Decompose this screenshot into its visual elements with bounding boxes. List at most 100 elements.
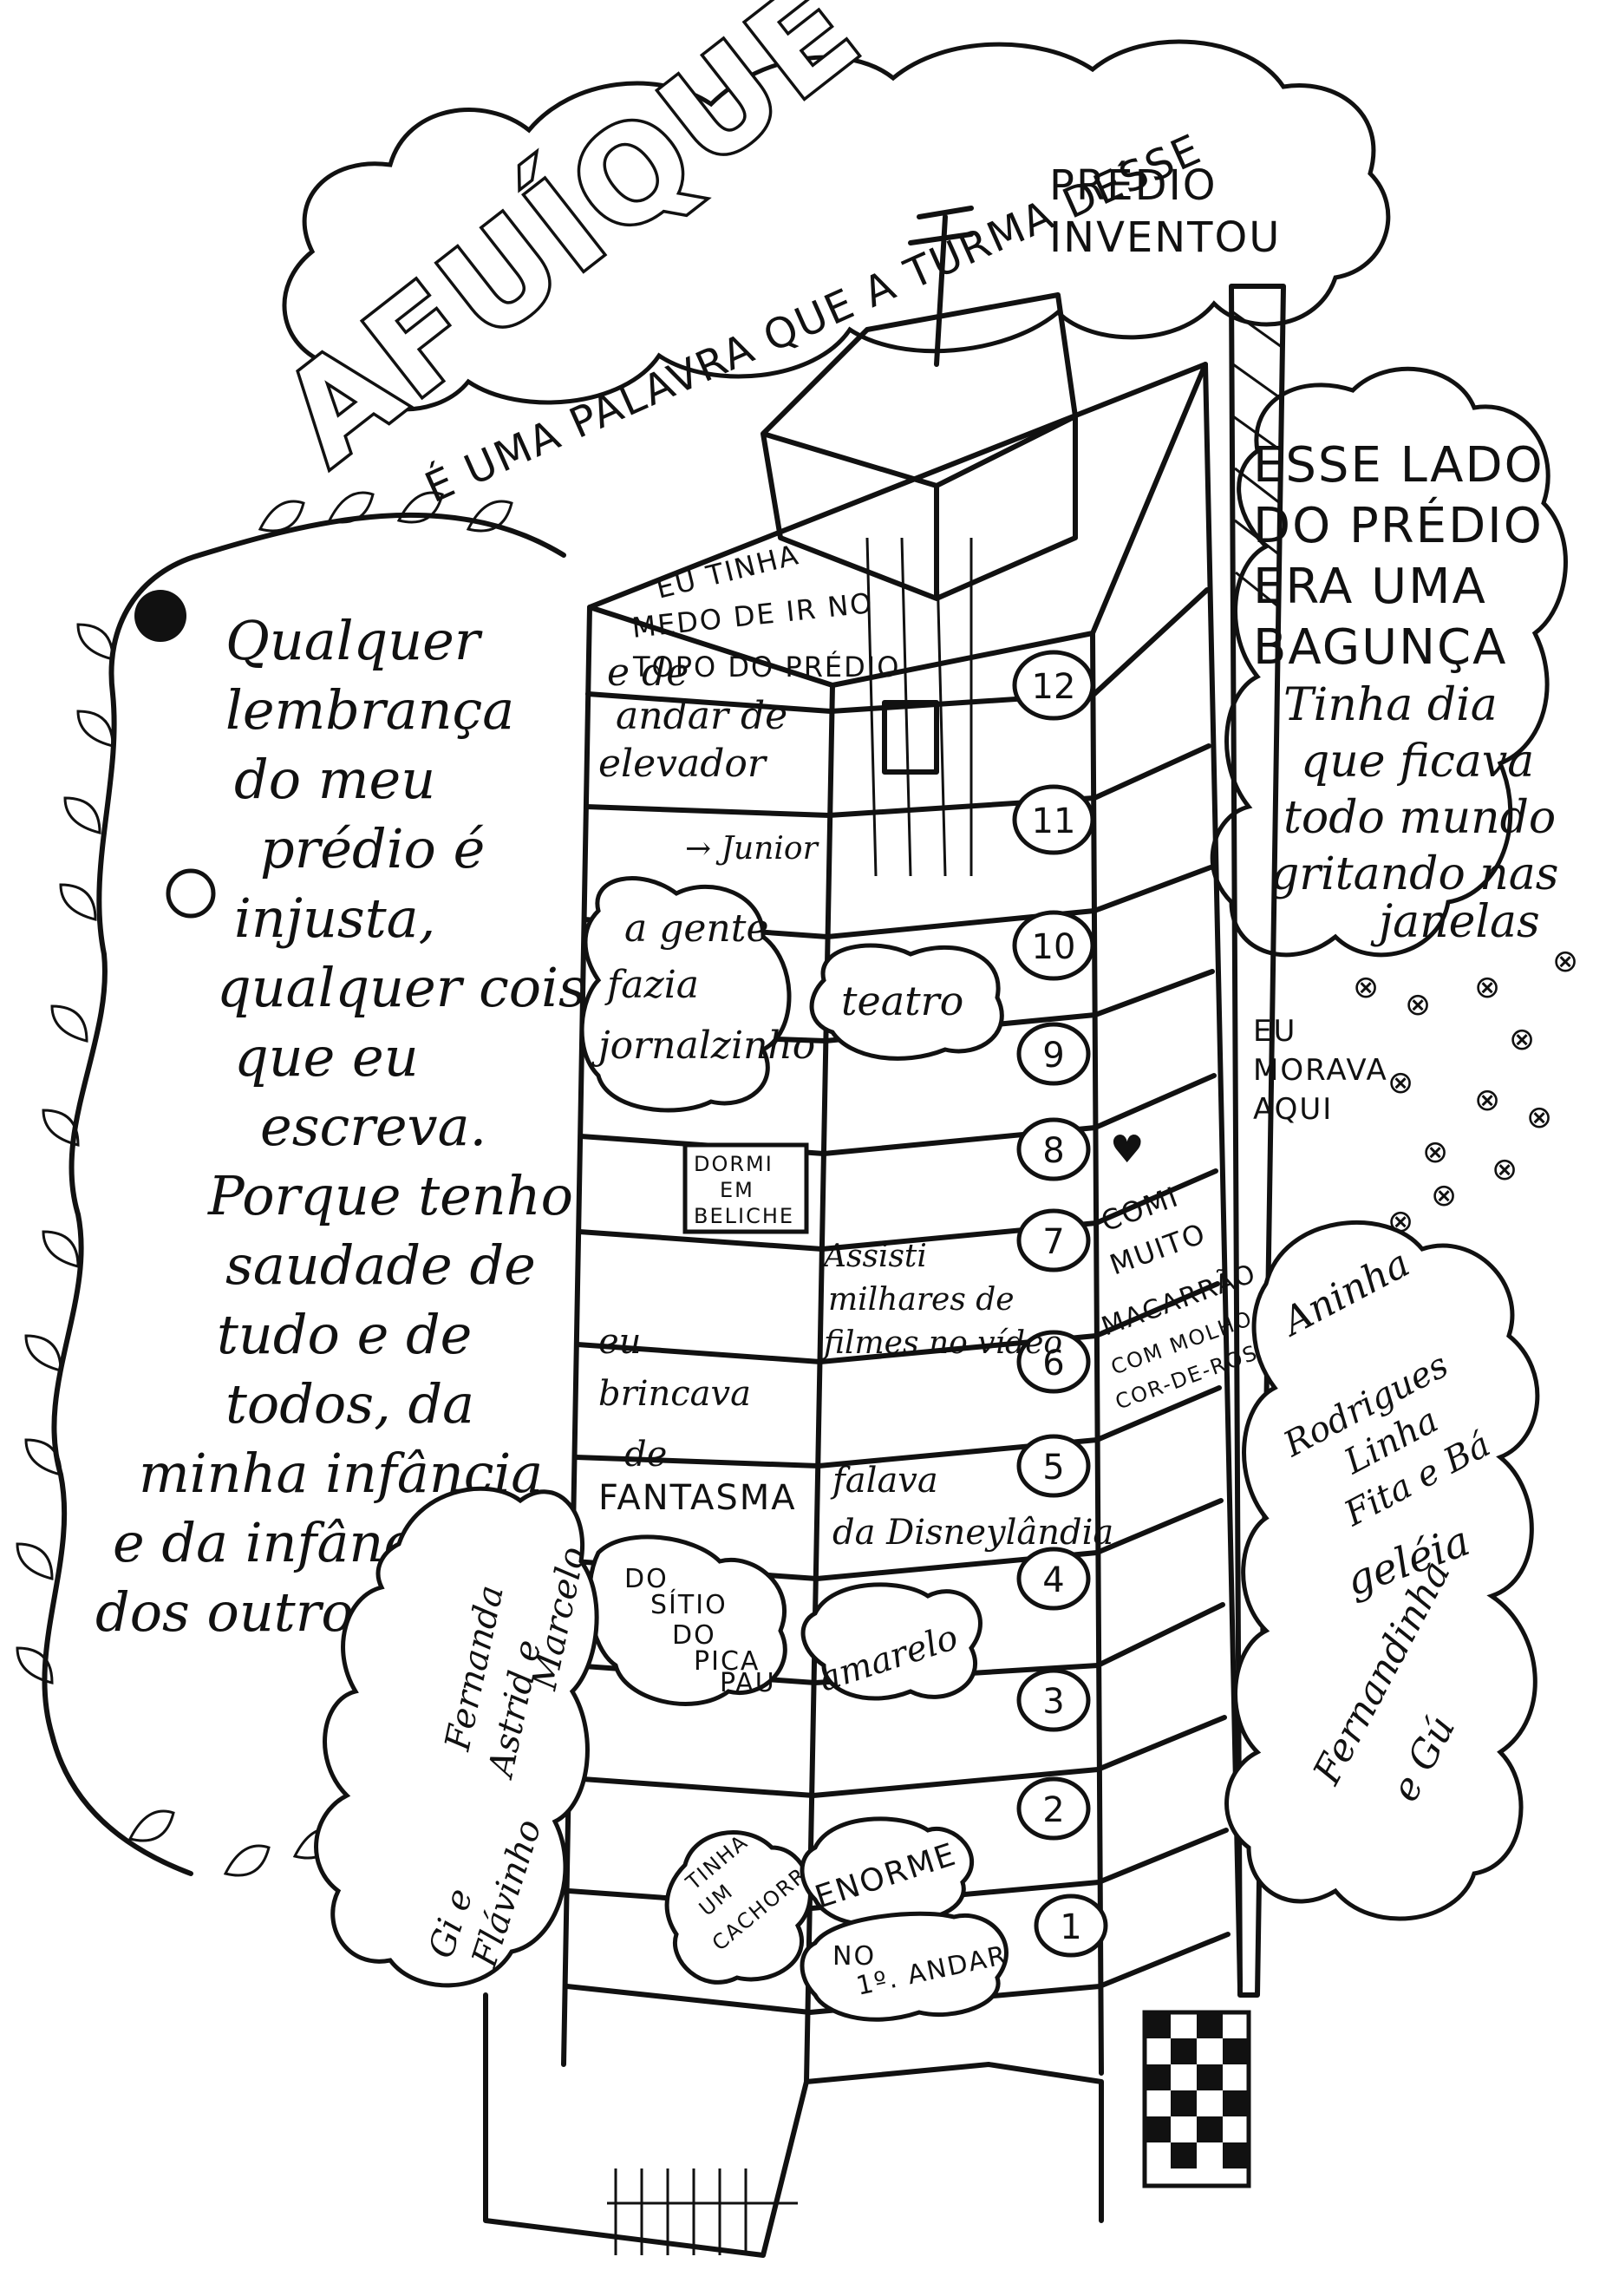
right-hand-line: que ficava <box>1301 736 1534 788</box>
right-cloud <box>1210 366 1568 958</box>
right-block-line: ERA UMA <box>1253 559 1487 615</box>
floor-number: 10 <box>1032 927 1076 967</box>
right-hand-line: Tinha dia <box>1283 679 1498 731</box>
right-block-line: ESSE LADO <box>1253 437 1544 494</box>
note-macarrao: COMI MUITO MACARRÃO COM MOLHO COR-DE-ROS… <box>1097 1180 1277 1414</box>
left-line: injusta, <box>234 886 435 950</box>
left-lower-cloud <box>314 1486 599 1988</box>
svg-text:DO: DO <box>672 1620 716 1651</box>
svg-text:e de: e de <box>607 651 689 695</box>
flower-icon-2 <box>166 868 216 919</box>
title-line3: INVENTOU <box>1049 213 1281 262</box>
note-morava: EU MORAVA AQUI <box>1253 1014 1388 1127</box>
antenna-icon <box>908 206 974 367</box>
note-cachorro-cloud <box>664 1830 813 1985</box>
note-enorme-cloud <box>800 1816 975 1926</box>
note-elevator: e de andar de elevador <box>598 651 787 786</box>
svg-text:AQUI: AQUI <box>1253 1092 1333 1127</box>
left-line: do meu <box>234 748 435 811</box>
left-line: prédio é <box>260 817 485 880</box>
svg-text:brincava: brincava <box>598 1374 751 1414</box>
note-disney: falava da Disneylândia <box>830 1461 1113 1553</box>
left-line: tudo e de <box>217 1303 472 1366</box>
note-jornal: a gente fazia jornalzinho <box>591 906 815 1068</box>
svg-text:fazia: fazia <box>604 963 699 1007</box>
floor-number: 6 <box>1042 1344 1064 1383</box>
right-block-line: BAGUNÇA <box>1253 619 1507 676</box>
svg-text:⊗: ⊗ <box>1509 1022 1535 1057</box>
svg-text:falava: falava <box>830 1461 938 1501</box>
left-line: escreva. <box>260 1095 486 1158</box>
svg-text:⊗: ⊗ <box>1431 1178 1457 1213</box>
elevator-shaft <box>865 537 973 877</box>
svg-text:EU: EU <box>1253 1014 1296 1049</box>
note-beliche: DORMI EM BELICHE <box>694 1152 794 1228</box>
svg-text:⊗: ⊗ <box>1552 944 1578 979</box>
floor-number: 11 <box>1032 801 1076 841</box>
floor-number: 3 <box>1042 1682 1064 1722</box>
svg-text:⊗: ⊗ <box>1353 970 1379 1005</box>
floor-number: 5 <box>1042 1448 1064 1488</box>
svg-text:⊗: ⊗ <box>1422 1135 1448 1170</box>
note-junior: → Junior <box>685 831 819 867</box>
svg-text:PICA: PICA <box>694 1646 760 1677</box>
svg-text:da Disneylândia: da Disneylândia <box>832 1513 1113 1553</box>
svg-text:a gente: a gente <box>624 906 768 951</box>
left-line: saudade de <box>225 1233 536 1297</box>
svg-text:MORAVA: MORAVA <box>1253 1053 1388 1088</box>
svg-text:TOPO DO PRÉDIO: TOPO DO PRÉDIO <box>632 651 900 684</box>
right-hand-line: gritando nas <box>1270 848 1558 900</box>
svg-text:de: de <box>624 1435 667 1475</box>
floor-number: 9 <box>1042 1036 1064 1076</box>
right-hand-line: todo mundo <box>1283 792 1556 844</box>
svg-text:filmes no vídeo: filmes no vídeo <box>821 1325 1062 1361</box>
left-text: Qualquer lembrança do meu prédio é injus… <box>95 609 618 1644</box>
note-beliche-box <box>682 1142 809 1234</box>
left-line: Qualquer <box>225 609 483 672</box>
building: 12 11 10 9 8 7 6 5 4 3 2 1 <box>483 206 1286 2258</box>
svg-text:PAU: PAU <box>720 1668 776 1698</box>
svg-text:Assisti: Assisti <box>821 1239 927 1274</box>
svg-text:SÍTIO: SÍTIO <box>650 1589 728 1620</box>
svg-text:⊗: ⊗ <box>1474 1083 1500 1118</box>
entrance <box>483 1992 1104 2258</box>
svg-text:DO: DO <box>624 1564 669 1594</box>
svg-text:⊗: ⊗ <box>1387 1065 1413 1101</box>
svg-text:⊗: ⊗ <box>1474 970 1500 1005</box>
left-line: qualquer coisa <box>217 956 618 1019</box>
floor-number: 2 <box>1042 1790 1064 1830</box>
floor-number: 7 <box>1042 1222 1064 1262</box>
svg-text:⊗: ⊗ <box>1526 1100 1552 1135</box>
floor-number: 8 <box>1042 1131 1064 1171</box>
left-line: lembrança <box>225 678 514 742</box>
floor-numbers: 12 11 10 9 8 7 6 5 4 3 2 1 <box>1012 650 1108 1958</box>
svg-text:FANTASMA: FANTASMA <box>598 1478 797 1518</box>
svg-text:BELICHE: BELICHE <box>694 1204 794 1228</box>
note-jornal-cloud <box>579 876 792 1113</box>
left-line: todos, da <box>225 1372 474 1436</box>
svg-text:⊗: ⊗ <box>1405 987 1431 1023</box>
note-sitio-cloud <box>587 1534 787 1706</box>
note-amarelo-cloud <box>800 1582 982 1701</box>
right-lower-cloud <box>1224 1220 1540 1921</box>
vine <box>42 512 566 1876</box>
title-line2: PRÉDIO <box>1049 160 1218 210</box>
svg-text:⊗: ⊗ <box>1492 1152 1518 1187</box>
right-text: ESSE LADO DO PRÉDIO ERA UMA BAGUNÇA Tinh… <box>1253 437 1558 948</box>
note-teatro-cloud <box>809 943 1004 1061</box>
right-hand-line: janelas <box>1370 896 1540 948</box>
left-line: que eu <box>234 1025 419 1089</box>
heart-icon: ♥ <box>1110 1128 1144 1172</box>
hatched-pillar <box>1229 284 1286 1998</box>
sparkle-icons: ⊗⊗⊗ ⊗⊗⊗ ⊗⊗⊗ ⊗⊗⊗ <box>1353 944 1578 1240</box>
elevator-icon <box>882 700 939 775</box>
note-teatro: teatro <box>841 978 963 1024</box>
note-sitio: DO SÍTIO DO PICA PAU <box>624 1564 776 1698</box>
svg-text:elevador: elevador <box>598 742 768 786</box>
note-primeiro: NO <box>832 1941 876 1972</box>
svg-text:eu: eu <box>598 1322 641 1362</box>
note-fantasma: eu brincava de FANTASMA <box>598 1322 797 1518</box>
svg-text:jornalzinho: jornalzinho <box>591 1024 815 1068</box>
